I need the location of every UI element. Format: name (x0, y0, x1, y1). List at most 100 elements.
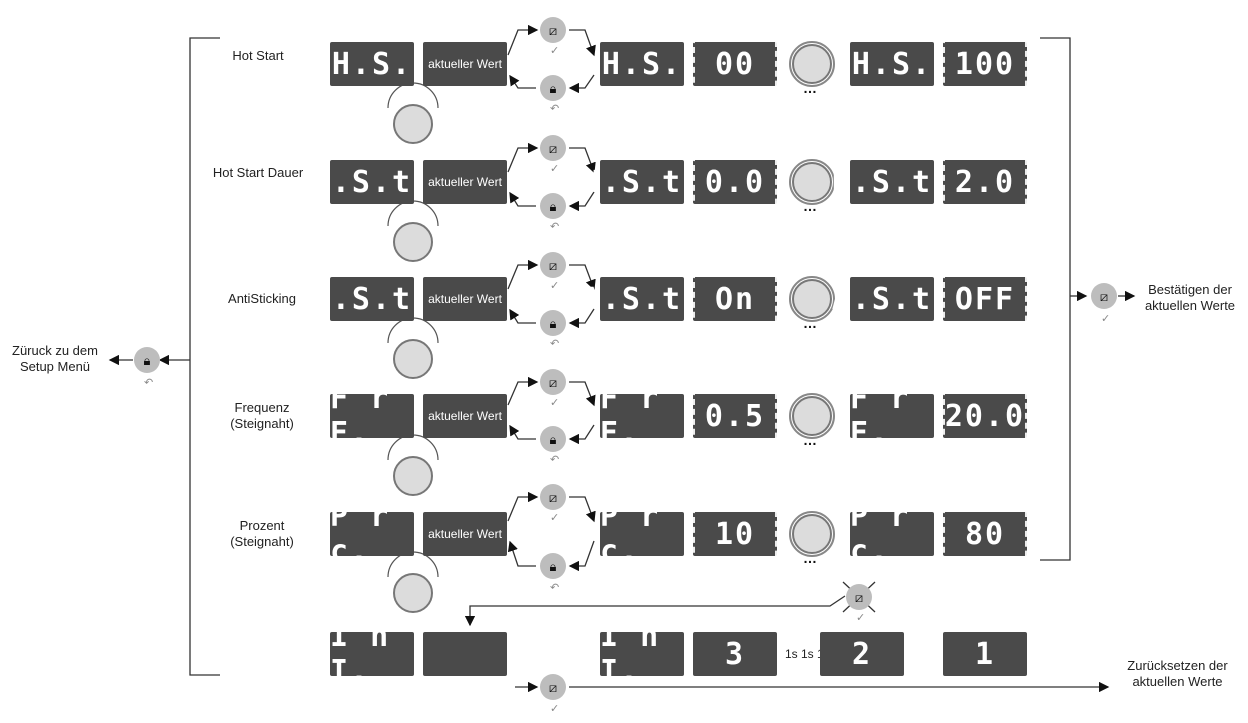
max-value-display: 20.0 (943, 394, 1027, 438)
confirm-values-label: Bestätigen der aktuellen Werte (1144, 282, 1236, 313)
confirm-square-icon: ⧄ (548, 489, 558, 505)
lock-button[interactable]: 🔒︎ (540, 426, 566, 452)
current-value-box: aktueller Wert (423, 42, 507, 86)
confirm-square-icon: ⧄ (548, 374, 558, 390)
countdown-display: 3 (693, 632, 777, 676)
rotary-dial-icon[interactable] (792, 162, 832, 202)
undo-arrow-icon: ↶ (550, 454, 560, 466)
confirm-button[interactable]: ⧄ (540, 252, 566, 278)
rotary-dial-icon[interactable] (393, 456, 433, 496)
confirm-square-icon: ⧄ (548, 257, 558, 273)
lock-button[interactable]: 🔒︎ (540, 553, 566, 579)
min-value-display: 0.0 (693, 160, 777, 204)
param-display: H.S.t. (312, 160, 430, 204)
current-value-box: aktueller Wert (423, 160, 507, 204)
lock-icon: 🔒︎ (143, 352, 151, 368)
lock-button[interactable]: 🔒︎ (540, 310, 566, 336)
rotary-dial-ring (789, 393, 835, 439)
undo-arrow-icon: ↶ (550, 338, 560, 350)
param-display: H.S. (330, 42, 414, 86)
confirm-button-disabled[interactable]: ⧄ (846, 584, 872, 610)
lock-icon: 🔒︎ (549, 80, 557, 96)
rotary-dial-icon[interactable] (792, 396, 832, 436)
param-display: F r E. (600, 381, 684, 451)
confirm-button[interactable]: ⧄ (540, 674, 566, 700)
confirm-button[interactable]: ⧄ (540, 484, 566, 510)
confirm-button[interactable]: ⧄ (540, 369, 566, 395)
confirm-square-icon: ⧄ (1099, 288, 1109, 304)
checkmark-icon: ✓ (550, 397, 560, 409)
max-value-display: 80 (943, 512, 1027, 556)
param-display: A.S.t. (312, 277, 430, 321)
confirm-button[interactable]: ⧄ (1091, 283, 1117, 309)
lock-button[interactable]: 🔒︎ (134, 347, 160, 373)
more-dots: … (803, 550, 817, 566)
checkmark-icon: ✓ (550, 512, 560, 524)
lock-icon: 🔒︎ (549, 431, 557, 447)
row-label: Prozent (Steignaht) (230, 518, 294, 549)
param-display: H.S.t. (582, 160, 700, 204)
param-display: A.S.t. (582, 277, 700, 321)
param-display: I n I. (330, 619, 414, 689)
timing-label: 1s 1s 1s (785, 647, 830, 661)
rotary-dial-icon[interactable] (792, 279, 832, 319)
lock-icon: 🔒︎ (549, 315, 557, 331)
row-label: AntiSticking (228, 291, 296, 306)
current-value-box: aktueller Wert (423, 277, 507, 321)
param-display: P r c. (850, 499, 934, 569)
max-value-display: 2.0 (943, 160, 1027, 204)
lock-icon: 🔒︎ (549, 558, 557, 574)
param-display: P r c. (600, 499, 684, 569)
rotary-dial-icon[interactable] (393, 222, 433, 262)
checkmark-icon: ✓ (856, 612, 866, 624)
max-value-display: 100 (943, 42, 1027, 86)
undo-arrow-icon: ↶ (550, 221, 560, 233)
more-dots: … (803, 80, 817, 96)
confirm-square-icon: ⧄ (548, 140, 558, 156)
max-value-display: OFF (943, 277, 1027, 321)
reset-values-label: Zurücksetzen der aktuellen Werte (1127, 658, 1228, 689)
confirm-square-icon: ⧄ (548, 679, 558, 695)
lock-button[interactable]: 🔒︎ (540, 75, 566, 101)
empty-value-box (423, 632, 507, 676)
rotary-dial-icon[interactable] (792, 44, 832, 84)
undo-arrow-icon: ↶ (550, 582, 560, 594)
countdown-display: 1 (943, 632, 1027, 676)
more-dots: … (803, 198, 817, 214)
rotary-dial-icon[interactable] (393, 104, 433, 144)
more-dots: … (803, 432, 817, 448)
undo-arrow-icon: ↶ (144, 377, 154, 389)
checkmark-icon: ✓ (550, 45, 560, 57)
min-value-display: 0.5 (693, 394, 777, 438)
current-value-box: aktueller Wert (423, 512, 507, 556)
countdown-display: 2 (820, 632, 904, 676)
rotary-dial-ring (789, 159, 835, 205)
confirm-button[interactable]: ⧄ (540, 135, 566, 161)
rotary-dial-icon[interactable] (393, 573, 433, 613)
confirm-button[interactable]: ⧄ (540, 17, 566, 43)
param-display: P r c. (330, 499, 414, 569)
rotary-dial-icon[interactable] (393, 339, 433, 379)
back-to-setup-label: Züruck zu dem Setup Menü (12, 343, 98, 374)
undo-arrow-icon: ↶ (550, 103, 560, 115)
row-label: Hot Start Dauer (212, 165, 304, 180)
min-value-display: 00 (693, 42, 777, 86)
checkmark-icon: ✓ (550, 703, 560, 715)
param-display: H.S. (600, 42, 684, 86)
rotary-dial-ring (789, 511, 835, 557)
current-value-box: aktueller Wert (423, 394, 507, 438)
param-display: I n I. (600, 619, 684, 689)
param-display: H.S. (850, 42, 934, 86)
rotary-dial-ring (789, 41, 835, 87)
param-display: F r E. (330, 381, 414, 451)
more-dots: … (803, 315, 817, 331)
row-label: Hot Start (232, 48, 284, 63)
rotary-dial-icon[interactable] (792, 514, 832, 554)
lock-button[interactable]: 🔒︎ (540, 193, 566, 219)
param-display: H.S.t. (832, 160, 950, 204)
confirm-square-icon: ⧄ (548, 22, 558, 38)
checkmark-icon: ✓ (1101, 313, 1111, 325)
confirm-square-icon: ⧄ (854, 589, 864, 605)
min-value-display: On (693, 277, 777, 321)
